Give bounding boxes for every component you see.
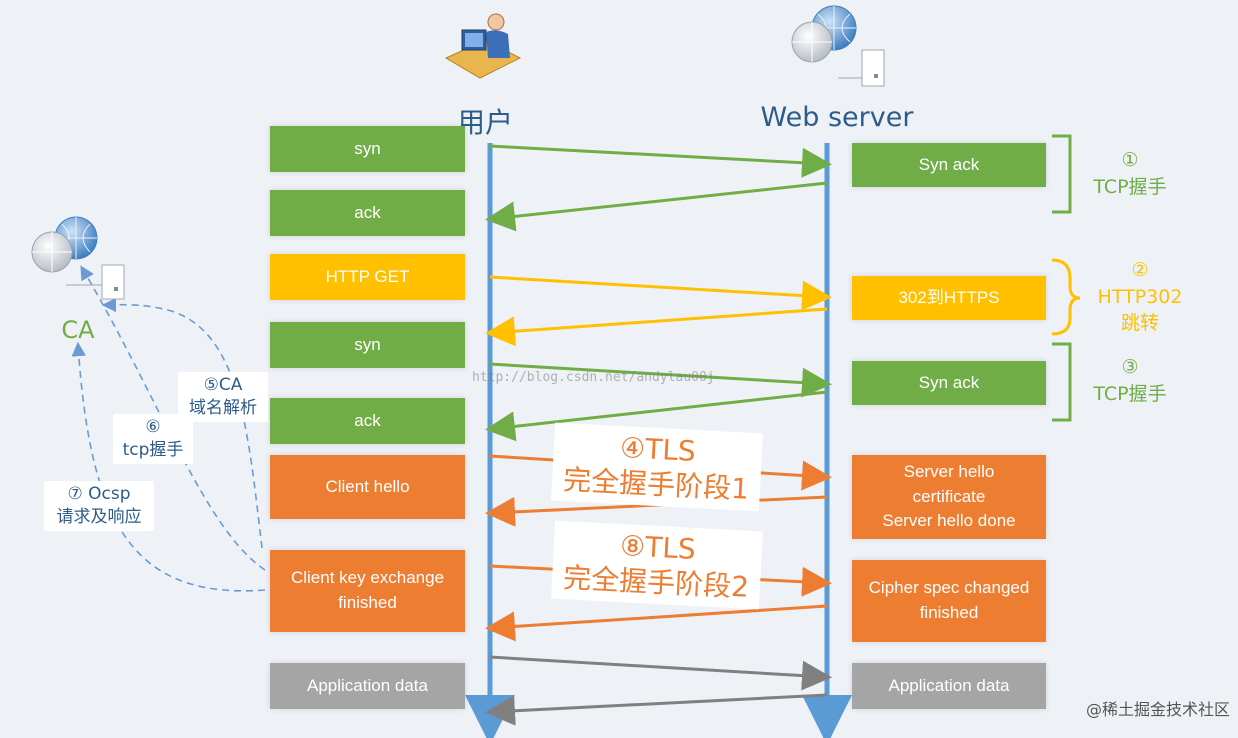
tls-phase-2-label: ⑧TLS 完全握手阶段2 xyxy=(551,520,763,610)
client-msg-syn-1: syn xyxy=(270,126,465,172)
watermark-url: http://blog.csdn.net/andylau00j xyxy=(472,370,715,385)
footer-brand: @稀土掘金技术社区 xyxy=(1085,700,1230,719)
dashed-link-ca-dns xyxy=(101,297,263,549)
ca-note-ocsp: ⑦ Ocsp 请求及响应 xyxy=(44,481,154,531)
client-msg-app-data: Application data xyxy=(270,663,465,709)
server-msg-302: 302到HTTPS xyxy=(852,276,1046,320)
client-msg-client-hello: Client hello xyxy=(270,455,465,519)
arrow-syn-1 xyxy=(489,144,832,178)
arrow-synack-1 xyxy=(485,181,828,232)
tls-phase-1-label: ④TLS 完全握手阶段1 xyxy=(551,422,763,512)
server-actor-label: Web server xyxy=(760,102,914,133)
phase-label-tcp-1: ① TCP握手 xyxy=(1093,149,1167,198)
client-msg-syn-2: syn xyxy=(270,322,465,368)
phase-label-tcp-2: ③ TCP握手 xyxy=(1093,356,1167,405)
arrow-http-get xyxy=(489,275,832,311)
web-server-icon xyxy=(791,5,885,87)
client-msg-key-exchange: Client key exchange finished xyxy=(270,550,465,632)
phase-label-http302: ② HTTP302 跳转 xyxy=(1097,259,1183,335)
ca-server-icon xyxy=(31,216,125,300)
server-msg-cipher-spec: Cipher spec changed finished xyxy=(852,560,1046,642)
user-computer-icon xyxy=(444,13,522,79)
server-msg-app-data: Application data xyxy=(852,663,1046,709)
client-msg-ack-2: ack xyxy=(270,398,465,444)
ca-note-dns: ⑤CA 域名解析 xyxy=(178,372,268,422)
server-msg-syn-ack-2: Syn ack xyxy=(852,361,1046,405)
arrow-synack-2 xyxy=(485,390,828,442)
arrow-syn-2 xyxy=(489,362,832,398)
server-msg-syn-ack-1: Syn ack xyxy=(852,143,1046,187)
client-msg-http-get: HTTP GET xyxy=(270,254,465,300)
ca-note-tcp: ⑥ tcp握手 xyxy=(113,414,193,464)
ca-actor-label: CA xyxy=(61,316,95,344)
client-msg-ack-1: ack xyxy=(270,190,465,236)
brace-phase-3 xyxy=(1052,342,1072,422)
arrow-app-data-1 xyxy=(489,655,832,691)
arrow-302 xyxy=(485,307,828,347)
dashed-link-ca-ocsp xyxy=(71,341,266,592)
brace-phase-2 xyxy=(1051,258,1081,336)
brace-phase-1 xyxy=(1052,134,1072,214)
server-msg-server-hello: Server hello certificate Server hello do… xyxy=(852,455,1046,539)
arrow-cipher-spec xyxy=(485,604,828,642)
user-actor-label: 用户 xyxy=(456,106,513,139)
arrow-app-data-2 xyxy=(485,693,828,726)
